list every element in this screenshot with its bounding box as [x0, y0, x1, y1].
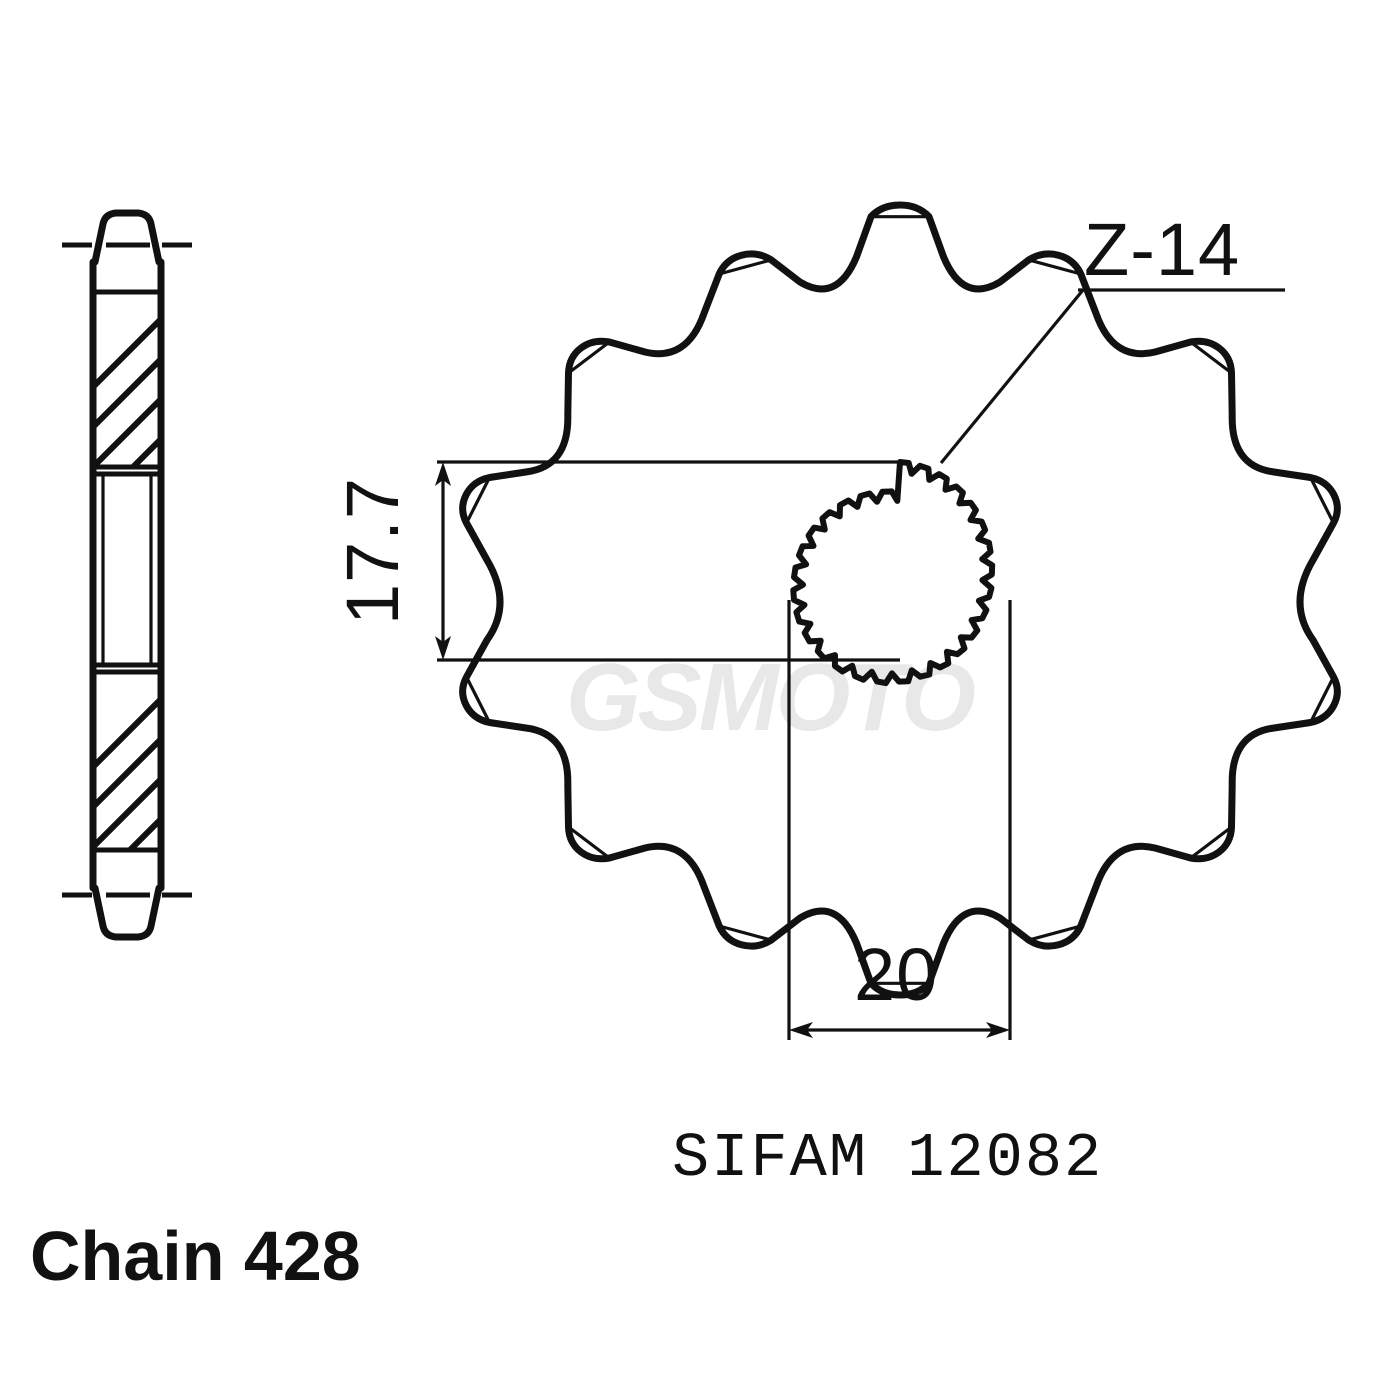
watermark: GSMOTO	[566, 644, 978, 751]
dimension-label-20: 20	[854, 933, 938, 1016]
watermark-label: GSMOTO	[566, 644, 975, 751]
tooth-count-label: Z-14	[1084, 208, 1240, 291]
arrow-right-20	[986, 1022, 1010, 1038]
part-reference-label: SIFAM 12082	[672, 1123, 1103, 1194]
dimension-label-17-7: 17.7	[331, 477, 414, 625]
sprocket-body	[459, 201, 1341, 999]
vertical-dimension-17-7: 17.7	[331, 460, 900, 662]
arrow-up-17-7	[435, 462, 451, 486]
tooth-tip-chords	[465, 215, 1335, 985]
side-section-view	[62, 209, 192, 941]
spline-profile	[790, 459, 996, 687]
arrow-down-17-7	[435, 636, 451, 660]
chain-spec-label: Chain 428	[30, 1217, 361, 1295]
sprocket-front-view: Z-14	[459, 201, 1341, 999]
tooth-count-leader-line	[939, 288, 1085, 465]
splined-bore	[790, 459, 996, 687]
lower-hatching	[96, 697, 158, 850]
sprocket-profile	[459, 201, 1341, 999]
bottom-tooth-chamfer	[91, 884, 163, 941]
top-tooth-chamfer	[91, 209, 163, 266]
horizontal-dimension-20: 20	[787, 600, 1012, 1040]
arrow-left-20	[789, 1022, 813, 1038]
